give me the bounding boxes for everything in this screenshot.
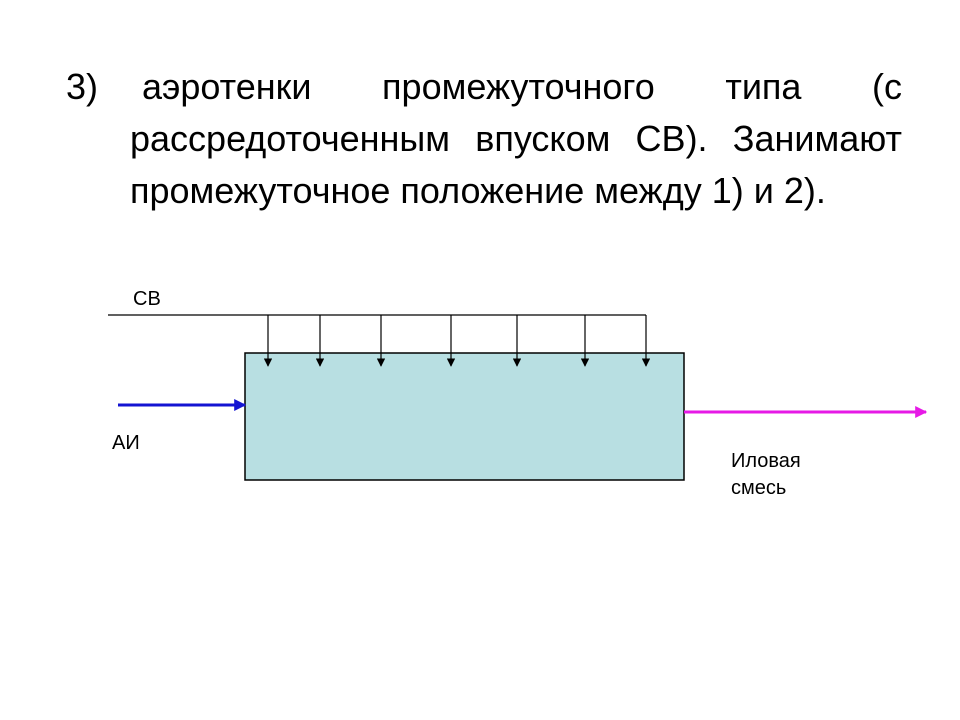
outlet-label-line1: Иловая bbox=[731, 450, 801, 472]
description-paragraph: 3) аэротенки промежуточного типа (с расс… bbox=[66, 61, 902, 217]
inlet-label: АИ bbox=[112, 432, 140, 454]
aeration-tank bbox=[244, 352, 685, 481]
feed-label: СВ bbox=[133, 288, 161, 310]
feed-arrows bbox=[263, 315, 651, 367]
item-number: 3) bbox=[66, 66, 99, 107]
outlet-label-line2: смесь bbox=[731, 477, 786, 499]
item-text: аэротенки промежуточного типа (с рассред… bbox=[130, 66, 902, 211]
